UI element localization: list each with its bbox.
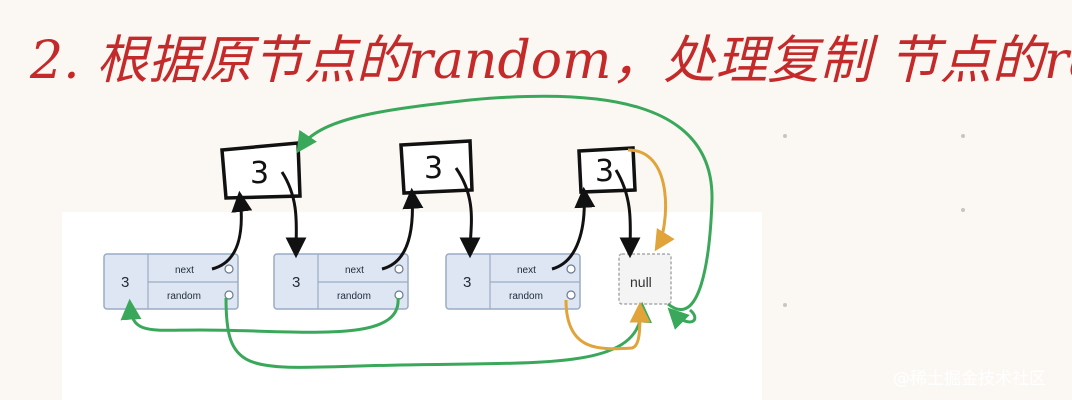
next-pointer-dot xyxy=(394,264,404,274)
original-node-1: 3 next random xyxy=(103,253,239,310)
random-field-label: random xyxy=(167,291,201,302)
next-field-label: next xyxy=(175,265,194,276)
random-field-label: random xyxy=(337,291,371,302)
copy-node-value: 3 xyxy=(250,156,269,191)
page-title: 2. 根据原节点的random，处理复制 节点的random xyxy=(29,31,1072,91)
arrow-original3-to-copy3 xyxy=(551,186,596,271)
dot xyxy=(961,208,965,212)
copy-node-value: 3 xyxy=(595,154,614,189)
random-pointer-dot xyxy=(394,290,404,300)
arrow-green-to-null xyxy=(667,307,697,330)
original-node-3: 3 next random xyxy=(445,253,581,310)
random-pointer-dot xyxy=(566,290,576,300)
copy-node-3: 3 xyxy=(577,146,637,194)
arrow-original1-to-copy1 xyxy=(211,190,253,271)
arrow-copy2-to-original3 xyxy=(454,167,481,259)
random-pointer-dot xyxy=(224,290,234,300)
arrow-copy3-to-null xyxy=(614,169,641,259)
dot xyxy=(783,134,787,138)
next-field-label: next xyxy=(345,265,364,276)
original-node-value: 3 xyxy=(121,274,129,291)
next-field-label: next xyxy=(517,265,536,276)
dot xyxy=(961,134,965,138)
watermark: @稀土掘金技术社区 xyxy=(893,369,1046,389)
original-node-value: 3 xyxy=(463,274,471,291)
copy-node-2: 3 xyxy=(399,139,474,195)
arrow-random-original2-to-original1 xyxy=(120,297,400,334)
null-node: null xyxy=(618,253,672,305)
arrow-original2-to-copy2 xyxy=(381,187,424,271)
null-label: null xyxy=(630,274,652,290)
copy-node-value: 3 xyxy=(424,151,443,186)
arrow-random-original3-to-null xyxy=(564,299,651,351)
arrow-random-copy2-to-copy1 xyxy=(296,94,714,312)
original-node-2: 3 next random xyxy=(273,253,409,310)
dot xyxy=(783,303,787,307)
random-field-label: random xyxy=(509,291,543,302)
next-pointer-dot xyxy=(566,264,576,274)
original-node-value: 3 xyxy=(292,274,300,291)
arrow-copy1-to-original2 xyxy=(280,171,307,259)
arrow-random-copy3-to-null xyxy=(627,148,675,252)
next-pointer-dot xyxy=(224,264,234,274)
copy-node-1: 3 xyxy=(220,141,302,200)
